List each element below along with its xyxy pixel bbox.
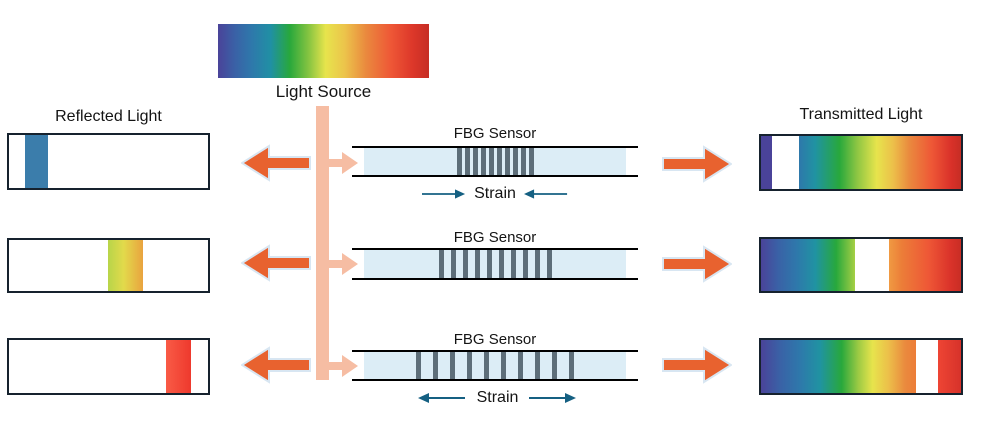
grating-bar — [534, 250, 540, 278]
spectrum-segment — [761, 239, 855, 291]
grating-bar — [462, 250, 468, 278]
grating-bar — [416, 352, 421, 379]
transmitted-arrow-icon — [662, 145, 732, 183]
spectrum-segment — [799, 136, 961, 189]
reflected-band-yellow — [108, 240, 143, 291]
transmitted-arrow-icon — [662, 346, 732, 384]
bragg-grating — [438, 250, 552, 278]
grating-bar — [518, 352, 523, 379]
fbg-sensor-label: FBG Sensor — [453, 125, 537, 142]
reflected-arrow-icon — [241, 346, 311, 384]
grating-bar — [510, 250, 516, 278]
light-source-line — [316, 106, 329, 380]
branch-arrow-icon — [322, 355, 358, 377]
fiber-core — [364, 148, 626, 175]
reflected-band-red — [166, 340, 191, 393]
fiber-core — [364, 352, 626, 379]
strain-arrow-left-icon — [523, 189, 567, 199]
branch-arrow-icon — [322, 253, 358, 275]
grating-bar — [496, 148, 502, 175]
strain-label: Strain — [474, 185, 516, 202]
grating-bar — [520, 148, 526, 175]
optical-fiber — [352, 146, 638, 177]
strain-arrow-right-icon — [529, 393, 577, 403]
grating-bar — [522, 250, 528, 278]
light-source-label: Light Source — [275, 82, 372, 101]
grating-bar — [504, 148, 510, 175]
strain-indicator-compression: Strain — [370, 185, 620, 203]
branch-arrow-icon — [322, 152, 358, 174]
strain-arrow-right-icon — [422, 189, 466, 199]
spectrum-notch — [855, 239, 889, 291]
fbg-sensor-label: FBG Sensor — [453, 331, 537, 348]
spectrum-notch — [916, 340, 938, 393]
transmitted-spectrum-box — [759, 338, 963, 395]
grating-bar — [484, 352, 489, 379]
grating-bar — [498, 250, 504, 278]
fiber-core — [364, 250, 626, 278]
strain-arrow-left-icon — [417, 393, 465, 403]
light-source-spectrum — [218, 24, 429, 78]
transmitted-arrow-icon — [662, 245, 732, 283]
reflected-spectrum-box — [7, 238, 210, 293]
reflected-arrow-icon — [241, 244, 311, 282]
transmitted-spectrum-box — [759, 134, 963, 191]
bragg-grating — [416, 352, 574, 379]
grating-bar — [528, 148, 534, 175]
grating-bar — [501, 352, 506, 379]
strain-label: Strain — [476, 389, 519, 406]
optical-fiber — [352, 350, 638, 381]
grating-bar — [450, 250, 456, 278]
reflected-spectrum-box — [7, 338, 210, 395]
strain-indicator-tension: Strain — [370, 389, 625, 407]
grating-bar — [535, 352, 540, 379]
grating-bar — [569, 352, 574, 379]
grating-bar — [486, 250, 492, 278]
grating-bar — [552, 352, 557, 379]
reflected-band-blue — [25, 135, 48, 188]
grating-bar — [467, 352, 472, 379]
reflected-light-title: Reflected Light — [55, 108, 162, 125]
reflected-spectrum-box — [7, 133, 210, 190]
spectrum-segment — [761, 340, 916, 393]
grating-bar — [438, 250, 444, 278]
transmitted-spectrum-box — [759, 237, 963, 293]
grating-bar — [512, 148, 518, 175]
spectrum-segment — [938, 340, 961, 393]
bragg-grating — [456, 148, 534, 175]
grating-bar — [488, 148, 494, 175]
fbg-sensor-label: FBG Sensor — [453, 229, 537, 246]
spectrum-segment — [889, 239, 961, 291]
transmitted-light-title: Transmitted Light — [799, 106, 923, 123]
spectrum-segment — [761, 136, 772, 189]
grating-bar — [450, 352, 455, 379]
grating-bar — [433, 352, 438, 379]
grating-bar — [480, 148, 486, 175]
grating-bar — [546, 250, 552, 278]
reflected-arrow-icon — [241, 144, 311, 182]
grating-bar — [474, 250, 480, 278]
optical-fiber — [352, 248, 638, 280]
grating-bar — [464, 148, 470, 175]
spectrum-notch — [772, 136, 799, 189]
grating-bar — [472, 148, 478, 175]
grating-bar — [456, 148, 462, 175]
